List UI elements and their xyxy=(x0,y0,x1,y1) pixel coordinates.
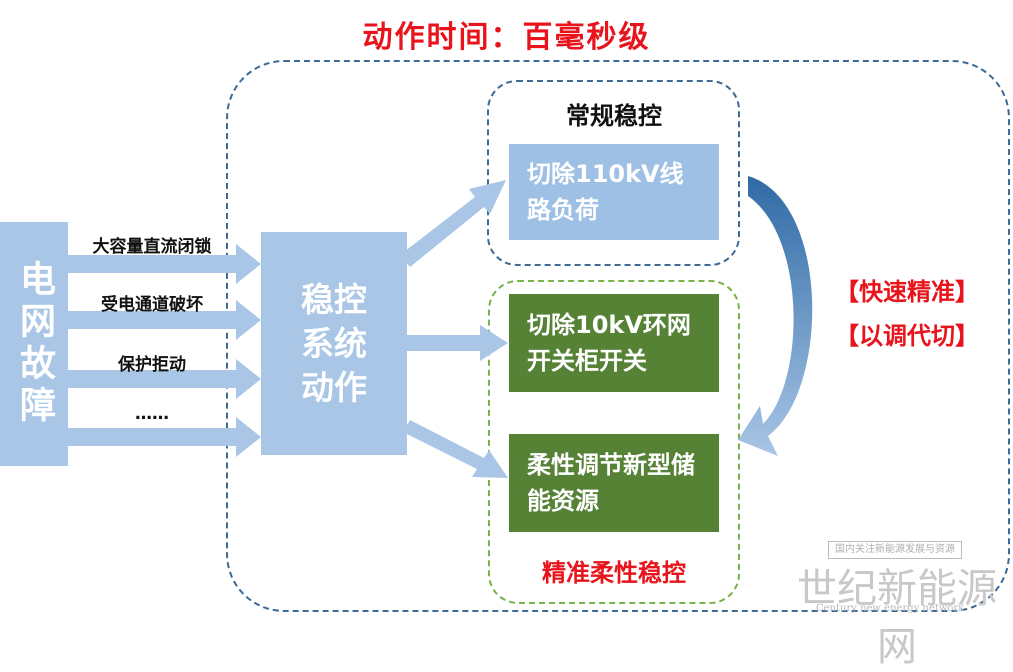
cause-arrow-2 xyxy=(68,300,261,340)
watermark-subtitle: Century new energy network xyxy=(816,603,965,614)
arrows-layer xyxy=(68,176,813,478)
stability-control-frame xyxy=(226,60,1010,612)
cut-110kv-label: 切除110kV线路负荷 xyxy=(527,160,684,224)
diagram-title: 动作时间：百毫秒级 xyxy=(362,20,651,55)
cause-label-protection-failure: 保护拒动 xyxy=(118,355,186,375)
cause-label-channel-damage: 受电通道破坏 xyxy=(101,295,203,315)
system-arrow-up xyxy=(400,180,506,267)
storage-regulation-label: 柔性调节新型储能资源 xyxy=(527,451,695,515)
system-arrow-mid xyxy=(407,325,508,361)
stability-system-label: 稳控系统动作 xyxy=(301,279,367,407)
system-arrow-down xyxy=(403,420,508,478)
regular-control-frame xyxy=(487,80,740,266)
regulate-instead-cut-label: 【以调代切】 xyxy=(835,322,979,350)
cut-10kv-label: 切除10kV环网开关柜开关 xyxy=(527,311,691,375)
cause-arrow-1 xyxy=(68,244,261,284)
watermark-logo-text: 世纪新能源网 xyxy=(797,566,997,670)
stability-system-box: 稳控系统动作 xyxy=(261,232,407,455)
cut-10kv-box: 切除10kV环网开关柜开关 xyxy=(509,294,719,392)
cause-label-dc-block: 大容量直流闭锁 xyxy=(92,237,212,257)
cause-label-ellipsis: …… xyxy=(135,404,169,424)
watermark-tag: 国内关注新能源发展与资源 xyxy=(828,541,962,559)
grid-fault-box: 电网故障 xyxy=(0,222,68,466)
storage-regulation-box: 柔性调节新型储能资源 xyxy=(509,434,719,532)
regular-control-heading: 常规稳控 xyxy=(566,102,662,130)
precise-control-frame xyxy=(488,280,740,604)
cause-arrow-4 xyxy=(68,417,261,457)
precise-control-label: 精准柔性稳控 xyxy=(542,559,686,587)
cut-110kv-box: 切除110kV线路负荷 xyxy=(509,144,719,240)
curved-arrow xyxy=(738,176,813,456)
cause-arrow-3 xyxy=(68,359,261,399)
fast-precise-label: 【快速精准】 xyxy=(835,278,979,306)
